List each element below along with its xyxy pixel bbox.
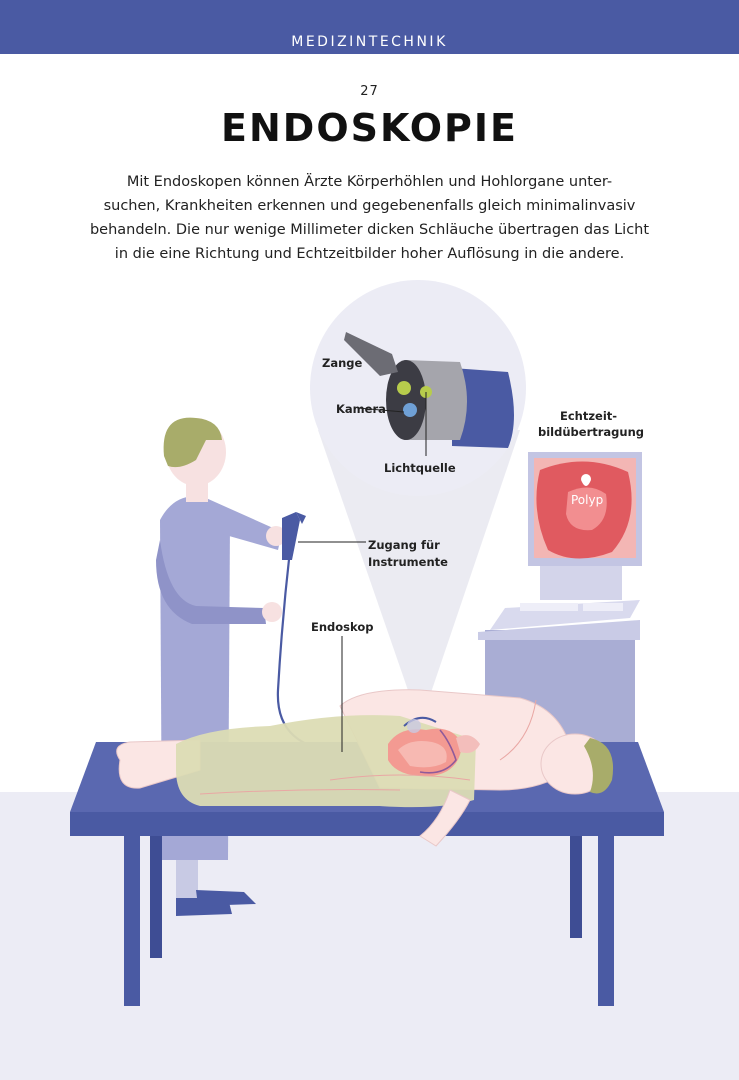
intro-line: behandeln. Die nur wenige Millimeter dic… [89,222,650,238]
intro-line: in die eine Richtung und Echtzeitbilder … [114,246,625,262]
zugang-label: Zugang für [368,538,440,552]
zoom-detail-circle [310,280,526,496]
echtzeit-label: Echtzeit- [560,409,617,423]
kamera-label: Kamera [336,402,386,416]
intro-line: Mit Endoskopen können Ärzte Körperhöhlen… [126,174,613,190]
floor [0,792,739,1080]
page-title: ENDOSKOPIE [221,106,518,150]
intro-paragraph: Mit Endoskopen können Ärzte Körperhöhlen… [80,170,659,266]
endoskop-label: Endoskop [311,620,374,634]
zugang-label-2: Instrumente [368,555,448,569]
echtzeit-label-2: bildübertragung [538,425,644,439]
polyp-label: Polyp [571,493,603,507]
intro-line: suchen, Krankheiten erkennen und gegeben… [103,198,636,214]
patient [116,689,614,847]
lichtquelle-label: Lichtquelle [384,461,456,475]
header-band [0,0,739,54]
zange-label: Zange [322,356,363,370]
light-cone [318,430,520,725]
monitor-screen [534,458,636,559]
page-number: 27 [360,84,379,99]
section-label: MEDIZINTECHNIK [291,34,448,50]
